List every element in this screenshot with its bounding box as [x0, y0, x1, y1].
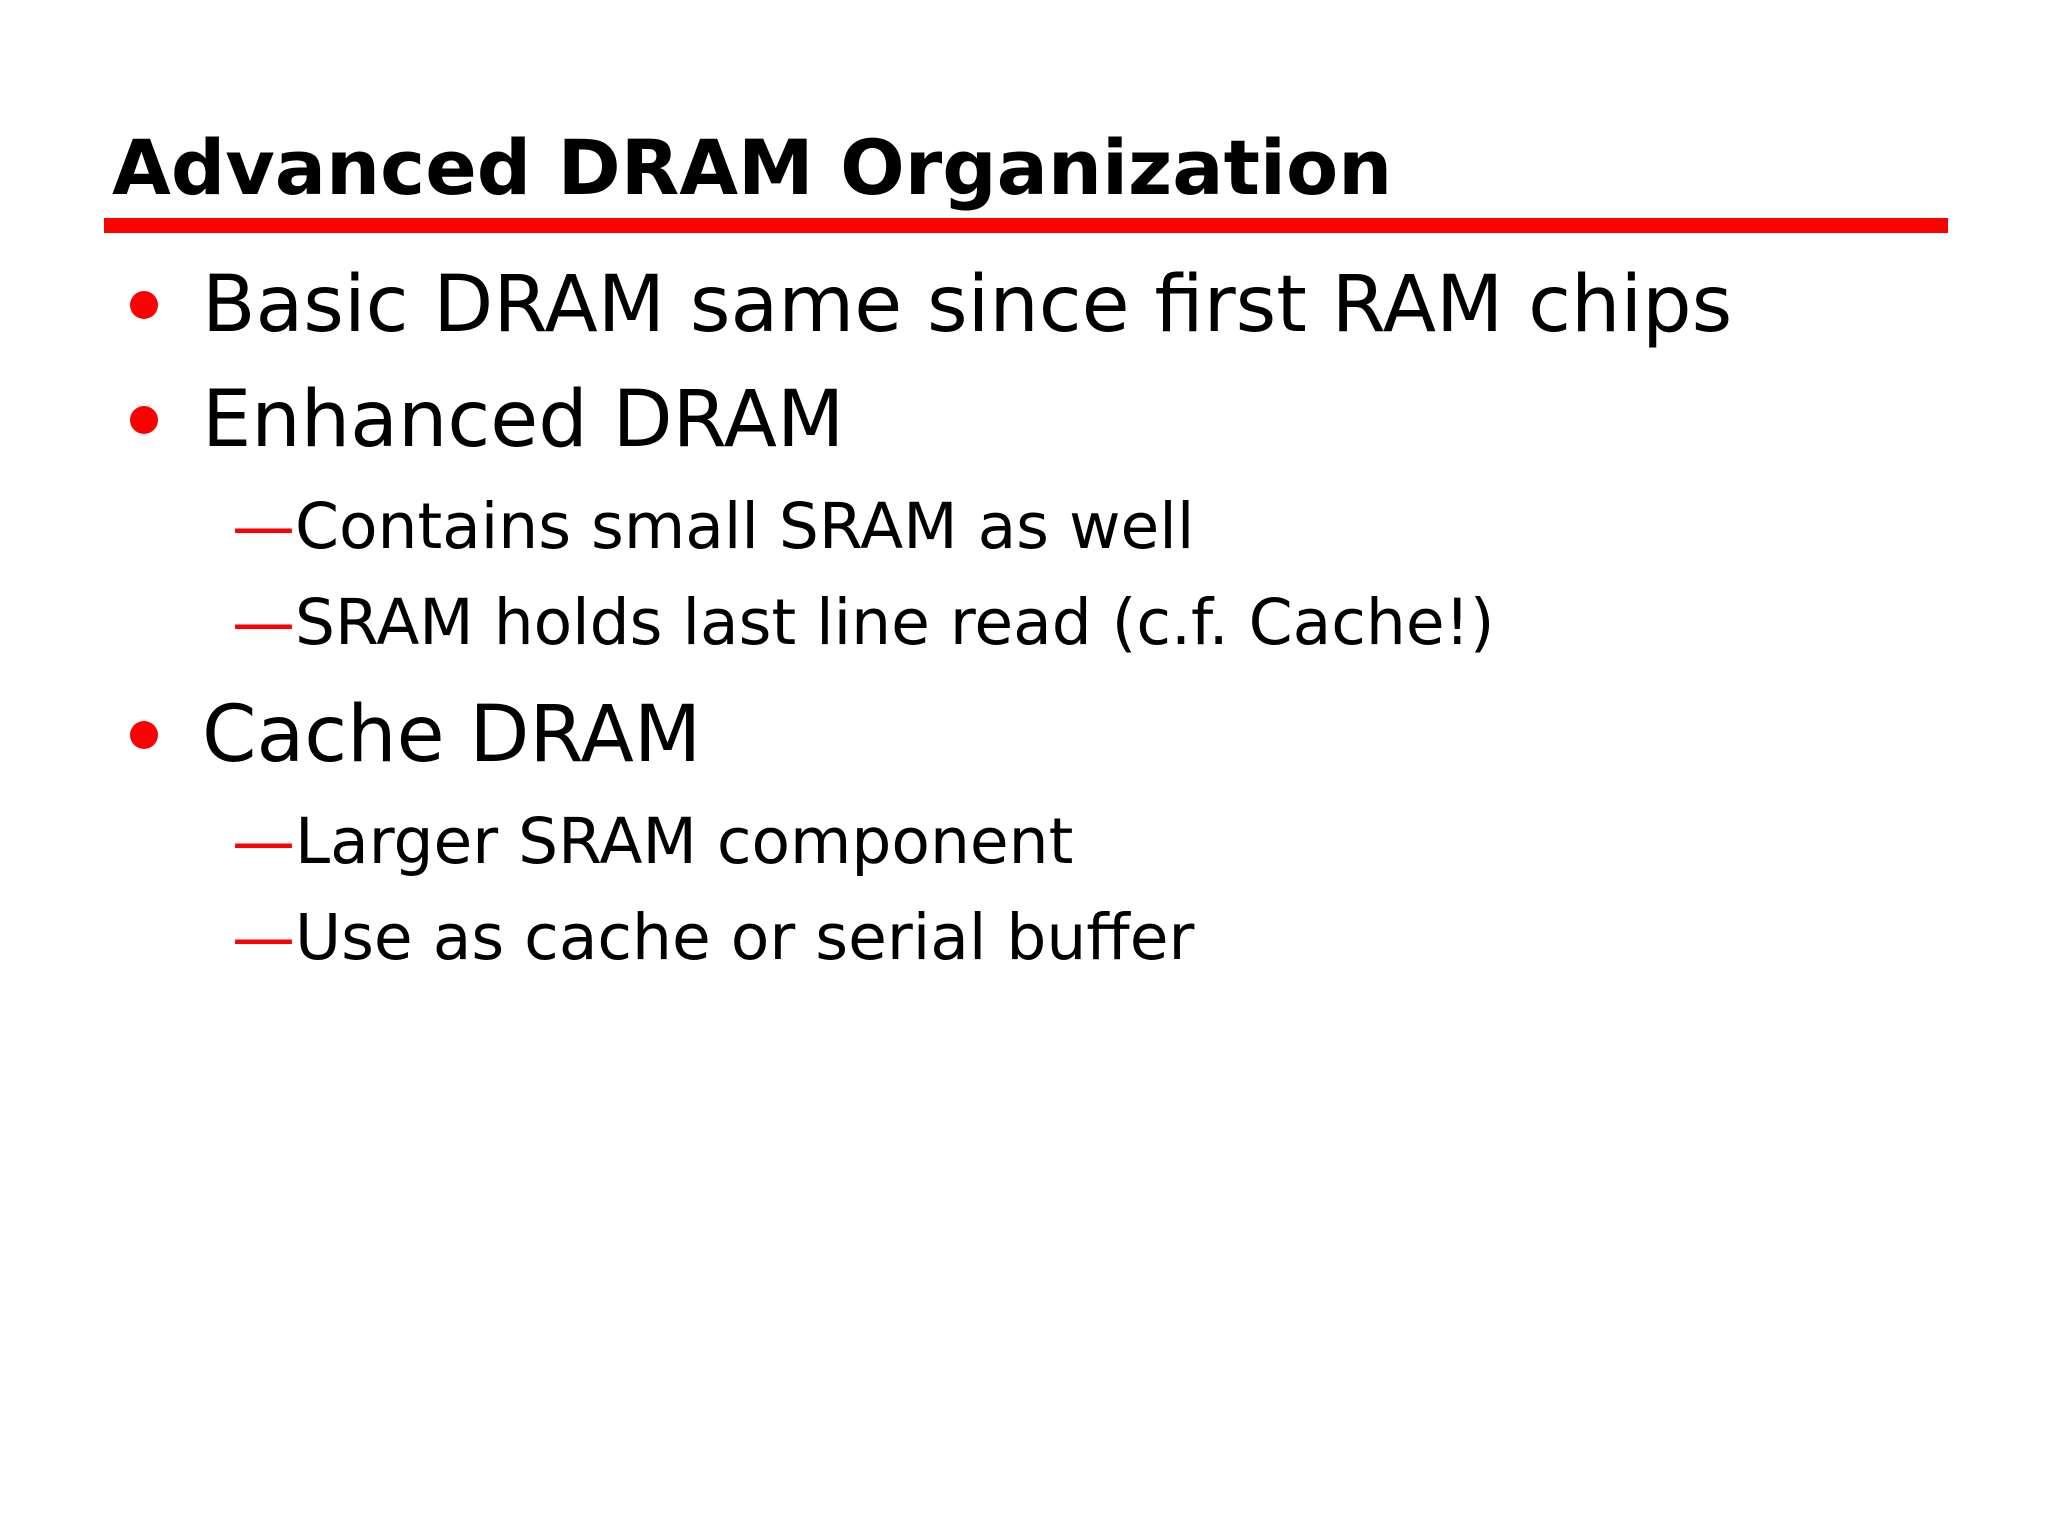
bullet-dot-icon: [130, 721, 158, 749]
title-underline: [104, 218, 1948, 233]
slide-title: Advanced DRAM Organization: [112, 123, 1393, 212]
dash-marker: —: [232, 490, 295, 563]
sub-bullet-text: Use as cache or serial buffer: [295, 901, 1195, 974]
bullet-dot-icon: [130, 291, 158, 319]
sub-bullet-text: SRAM holds last line read (c.f. Cache!): [295, 586, 1495, 659]
bullet-text: Basic DRAM same since first RAM chips: [202, 260, 1733, 350]
sub-bullet-item: —Larger SRAM component: [232, 797, 1073, 887]
sub-bullet-text: Contains small SRAM as well: [295, 490, 1195, 563]
bullet-text: Cache DRAM: [202, 690, 702, 780]
dash-marker: —: [232, 901, 295, 974]
dash-marker: —: [232, 805, 295, 878]
bullet-dot-icon: [130, 406, 158, 434]
bullet-text: Enhanced DRAM: [202, 375, 845, 465]
sub-bullet-item: —Use as cache or serial buffer: [232, 893, 1194, 983]
sub-bullet-text: Larger SRAM component: [295, 805, 1074, 878]
sub-bullet-item: —Contains small SRAM as well: [232, 482, 1194, 572]
sub-bullet-item: —SRAM holds last line read (c.f. Cache!): [232, 578, 1494, 668]
dash-marker: —: [232, 586, 295, 659]
